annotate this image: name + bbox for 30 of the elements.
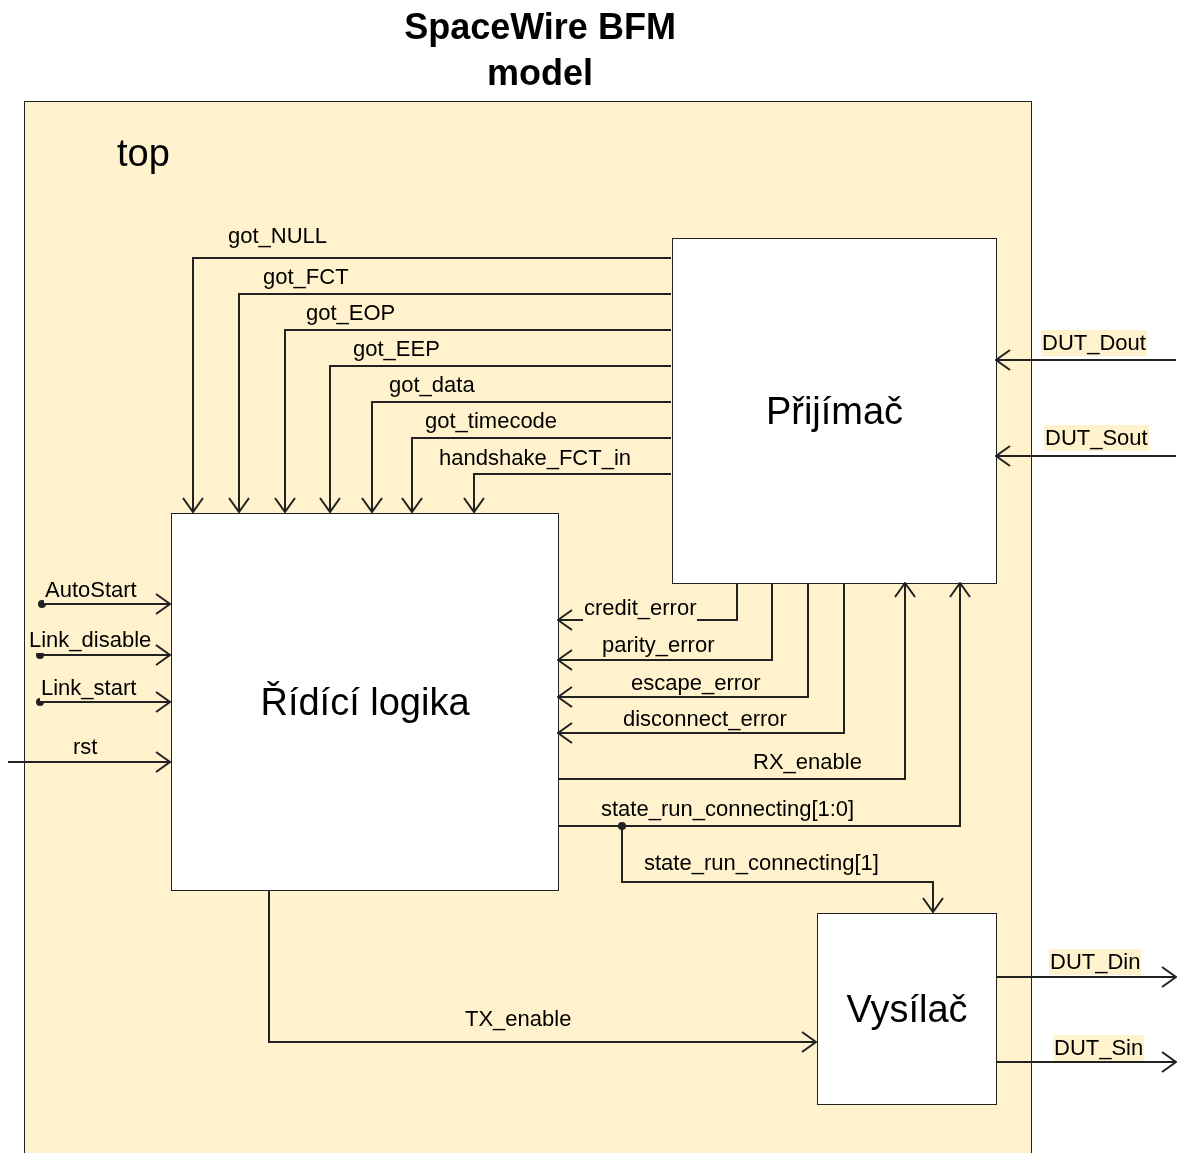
signal-arrow [36, 644, 171, 666]
signal-label: DUT_Din [1049, 949, 1142, 975]
signal-label: DUT_Sout [1044, 425, 1149, 451]
block-box: Přijímač [672, 238, 997, 584]
signal-arrow [7, 751, 171, 773]
module-frame [24, 101, 1032, 1153]
signal-arrow [228, 293, 672, 513]
signal-arrow [995, 1051, 1177, 1073]
block-box: Vysílač [817, 913, 997, 1105]
block-box: Řídící logika [171, 513, 559, 891]
signal-arrow [38, 593, 171, 615]
diagram-title: SpaceWire BFM model [403, 5, 677, 95]
signal-arrow [557, 582, 845, 744]
signal-arrow [36, 691, 171, 713]
signal-arrow [557, 582, 916, 780]
signal-label: DUT_Sin [1053, 1035, 1145, 1061]
signal-arrow [401, 437, 672, 513]
signal-arrow [268, 889, 817, 1053]
signal-arrow [557, 582, 773, 671]
signal-label: DUT_Dout [1041, 330, 1147, 356]
signal-arrow [995, 349, 1177, 371]
signal-arrow [319, 365, 672, 513]
signal-arrow [995, 445, 1177, 467]
signal-arrow [274, 329, 672, 513]
signal-arrow [463, 473, 672, 513]
signal-arrow [182, 257, 672, 513]
module-label: top [117, 131, 170, 176]
signal-arrow [995, 966, 1177, 988]
signal-arrow [361, 401, 672, 513]
signal-arrow [557, 582, 809, 708]
